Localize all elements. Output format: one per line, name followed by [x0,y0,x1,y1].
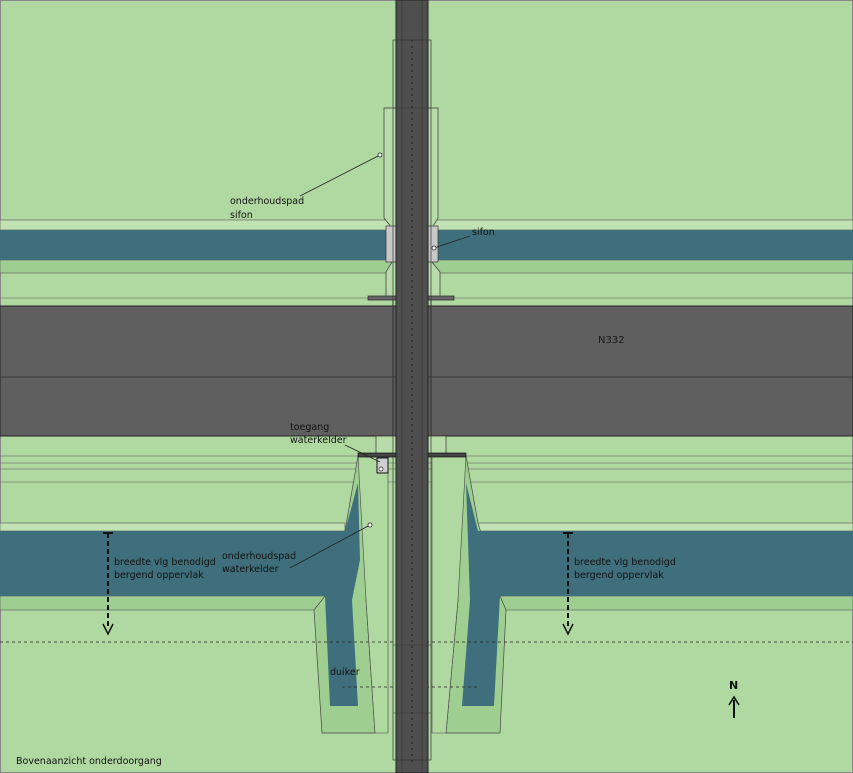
leader-lines [289,152,471,569]
label-north: N [729,679,738,692]
waterkelder-hatch [376,457,389,474]
central-path [392,0,432,773]
label-toegang-1: toegang [290,422,329,433]
label-sifon: sifon [472,227,495,238]
label-duiker: duiker [330,667,360,678]
label-onderhoudspad-waterkelder-2: waterkelder [222,564,279,575]
label-breedte-right-2: bergend oppervlak [574,570,664,581]
label-breedte-right-1: breedte vlg benodigd [574,557,676,568]
label-onderhoudspad-sifon-1: onderhoudspad [230,196,304,207]
label-road: N332 [598,335,625,346]
label-toegang-2: waterkelder [290,435,347,446]
north-arrow [728,695,740,718]
caption: Bovenaanzicht onderdoorgang [16,756,162,767]
lower-channel [0,455,853,734]
label-onderhoudspad-waterkelder-1: onderhoudspad [222,551,296,562]
lower-water-left [0,483,360,706]
label-breedte-left-1: breedte vlg benodigd [114,557,216,568]
lower-water-right [462,483,853,706]
width-arrow-left [102,532,114,636]
width-arrow-right [562,532,574,636]
label-onderhoudspad-sifon-2: sifon [230,210,253,221]
label-breedte-left-2: bergend oppervlak [114,570,204,581]
